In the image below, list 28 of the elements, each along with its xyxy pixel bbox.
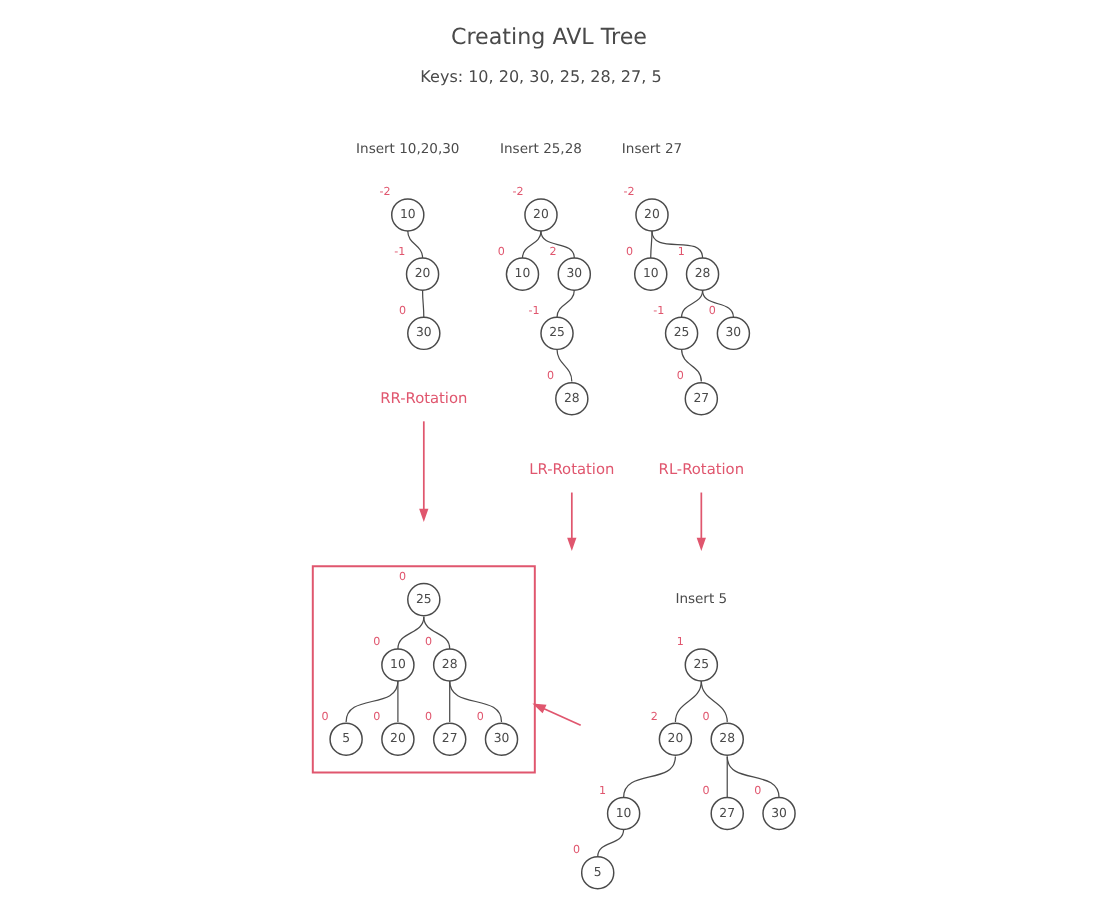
cluster	[311, 565, 536, 774]
connector	[556, 348, 573, 383]
connector	[597, 828, 625, 858]
connector	[623, 755, 677, 799]
arrow	[532, 703, 582, 727]
connector	[701, 289, 734, 318]
connector	[449, 680, 503, 723]
arrow	[696, 491, 706, 551]
connector	[423, 616, 451, 650]
connector	[680, 348, 702, 383]
connector	[726, 755, 780, 799]
connector	[650, 230, 653, 259]
connector	[680, 289, 704, 318]
connector	[700, 680, 728, 723]
arrow	[419, 420, 429, 522]
connector	[674, 680, 702, 723]
connector	[397, 616, 425, 650]
connector	[449, 680, 451, 723]
connector	[345, 680, 399, 723]
connector	[521, 230, 542, 259]
diagram-title: Creating AVL Tree	[450, 23, 648, 50]
arrow	[567, 491, 577, 551]
connector	[651, 230, 704, 259]
connector	[540, 230, 575, 259]
connector	[407, 230, 424, 259]
connector	[556, 289, 575, 318]
connector	[421, 289, 425, 318]
connector	[397, 680, 399, 723]
